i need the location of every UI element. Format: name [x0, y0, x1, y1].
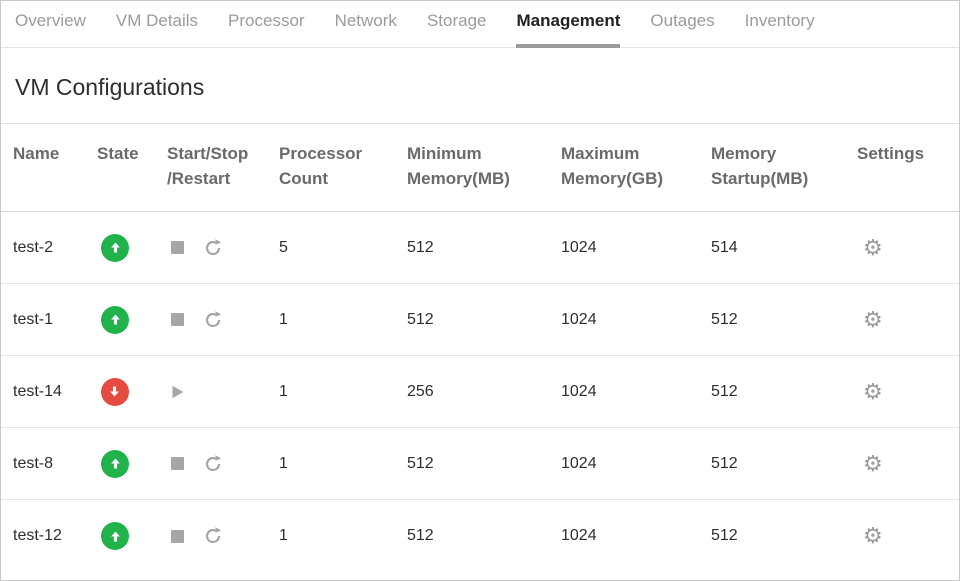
vm-name: test-14	[13, 382, 62, 400]
maximum-memory: 1024	[561, 527, 597, 545]
minimum-memory: 512	[407, 527, 434, 545]
tab-inventory[interactable]: Inventory	[744, 11, 815, 30]
maximum-memory: 1024	[561, 454, 597, 472]
state-icon	[101, 233, 129, 262]
state-cell	[97, 449, 167, 478]
table-body: test-2 5 512 1024 514 ⚙ test-1 1	[1, 212, 959, 572]
tab-management[interactable]: Management	[516, 1, 621, 48]
stop-icon[interactable]	[167, 238, 187, 258]
table-row: test-14 1 256 1024 512 ⚙	[1, 356, 959, 429]
col-header-settings: Settings	[857, 144, 925, 163]
settings-cell: ⚙	[857, 234, 947, 260]
restart-icon[interactable]	[203, 454, 223, 474]
memory-startup: 512	[711, 527, 738, 545]
stop-icon[interactable]	[167, 454, 187, 474]
actions-cell	[167, 310, 279, 330]
actions-cell	[167, 454, 279, 474]
restart-icon[interactable]	[203, 310, 223, 330]
tab-network[interactable]: Network	[334, 11, 397, 30]
settings-gear-icon[interactable]: ⚙	[863, 523, 883, 549]
memory-startup: 512	[711, 310, 738, 328]
tab-storage[interactable]: Storage	[426, 11, 487, 30]
processor-count: 1	[279, 527, 288, 545]
table-row: test-1 1 512 1024 512 ⚙	[1, 284, 959, 357]
col-header-start-stop-restart: Start/Stop/Restart	[167, 144, 249, 188]
stop-square	[170, 313, 184, 327]
actions-cell	[167, 382, 279, 402]
settings-gear-icon[interactable]: ⚙	[863, 450, 883, 476]
state-icon	[101, 305, 129, 334]
minimum-memory: 512	[407, 238, 434, 256]
maximum-memory: 1024	[561, 310, 597, 328]
settings-cell: ⚙	[857, 306, 947, 332]
minimum-memory: 512	[407, 454, 434, 472]
state-icon	[101, 449, 129, 478]
col-header-state: State	[97, 144, 139, 163]
stop-icon[interactable]	[167, 526, 187, 546]
state-cell	[97, 522, 167, 551]
settings-gear-icon[interactable]: ⚙	[863, 234, 883, 260]
vm-name: test-12	[13, 527, 62, 545]
table-row: test-12 1 512 1024 512 ⚙	[1, 500, 959, 572]
memory-startup: 512	[711, 454, 738, 472]
page-title: VM Configurations	[1, 48, 959, 124]
settings-gear-icon[interactable]: ⚙	[863, 306, 883, 332]
minimum-memory: 256	[407, 382, 434, 400]
table-row: test-2 5 512 1024 514 ⚙	[1, 212, 959, 285]
settings-cell: ⚙	[857, 525, 947, 547]
settings-cell: ⚙	[857, 378, 947, 404]
processor-count: 5	[279, 238, 288, 256]
memory-startup: 514	[711, 238, 738, 256]
state-cell	[97, 233, 167, 262]
play-icon[interactable]	[167, 382, 187, 402]
stop-square	[170, 457, 184, 471]
vm-name: test-1	[13, 310, 54, 328]
state-cell	[97, 377, 167, 406]
stop-square	[170, 241, 184, 255]
memory-startup: 512	[711, 382, 738, 400]
tab-overview[interactable]: Overview	[15, 11, 86, 30]
table-row: test-8 1 512 1024 512 ⚙	[1, 428, 959, 501]
state-icon	[101, 377, 129, 406]
actions-cell	[167, 238, 279, 258]
settings-cell: ⚙	[857, 450, 947, 476]
tab-outages[interactable]: Outages	[650, 11, 715, 30]
settings-gear-icon[interactable]: ⚙	[863, 378, 883, 404]
minimum-memory: 512	[407, 310, 434, 328]
tab-bar: Overview VM Details Processor Network St…	[1, 1, 959, 48]
stop-icon[interactable]	[167, 310, 187, 330]
restart-icon[interactable]	[203, 238, 223, 258]
vm-name: test-8	[13, 454, 54, 472]
state-cell	[97, 305, 167, 334]
state-icon	[101, 522, 129, 551]
maximum-memory: 1024	[561, 382, 597, 400]
stop-square	[170, 529, 184, 543]
maximum-memory: 1024	[561, 238, 597, 256]
actions-cell	[167, 526, 279, 546]
processor-count: 1	[279, 310, 288, 328]
processor-count: 1	[279, 382, 288, 400]
tab-processor[interactable]: Processor	[228, 11, 305, 30]
tab-vm-details[interactable]: VM Details	[115, 11, 199, 30]
vm-name: test-2	[13, 238, 54, 256]
col-header-name: Name	[13, 144, 60, 163]
processor-count: 1	[279, 454, 288, 472]
restart-icon[interactable]	[203, 526, 223, 546]
